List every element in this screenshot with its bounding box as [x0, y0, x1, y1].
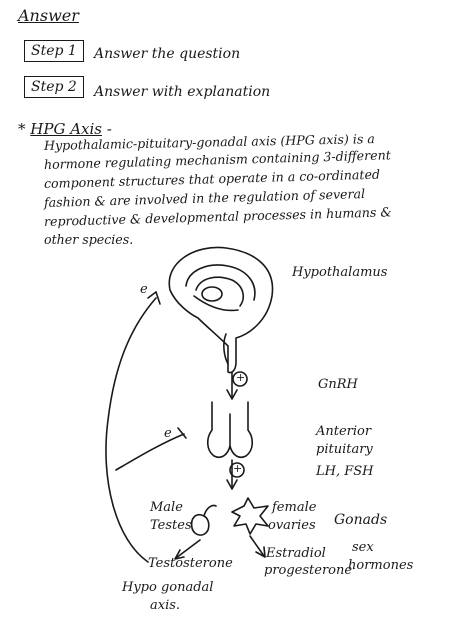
section-title: HPG Axis — [30, 120, 102, 138]
label-gonads: Gonads — [334, 512, 388, 528]
step1-text: Answer the question — [94, 46, 241, 62]
label-testosterone: Testosterone — [148, 556, 233, 571]
negative-feedback-loop — [105, 297, 157, 563]
plus-sign-gnrh: + — [236, 371, 246, 384]
label-gnrh: GnRH — [318, 377, 358, 392]
label-hypothalamus: Hypothalamus — [292, 265, 388, 280]
pituitary-icon — [206, 401, 254, 459]
negative-feedback-pituitary — [115, 433, 185, 471]
label-anterior: Anterior — [316, 424, 372, 439]
label-progesterone: progesterone — [264, 563, 353, 578]
brain-icon — [168, 246, 274, 374]
feedback-mark-top: e — [140, 282, 148, 297]
label-estradiol: Estradiol — [266, 546, 326, 561]
bullet: * — [18, 120, 26, 138]
caption-line-1: Hypo gonadal — [122, 580, 214, 595]
step2-badge: Step 2 — [24, 76, 84, 98]
label-ovaries: ovaries — [268, 518, 316, 533]
caption-line-2: axis. — [150, 598, 181, 613]
step1-badge: Step 1 — [24, 40, 84, 62]
step2-text: Answer with explanation — [94, 84, 271, 100]
label-testes: Testes — [150, 518, 192, 533]
definition-line-6: other species. — [44, 232, 134, 247]
answer-heading: Answer — [18, 6, 79, 25]
label-sex: sex — [352, 540, 374, 555]
plus-circle-gnrh — [232, 371, 248, 387]
plus-sign-lhfsh: + — [233, 462, 243, 475]
arrow-to-testosterone — [175, 539, 201, 559]
label-male: Male — [150, 500, 183, 515]
label-pituitary: pituitary — [316, 442, 373, 457]
plus-circle-lhfsh — [229, 462, 245, 478]
testes-icon — [190, 504, 217, 536]
ovaries-icon — [231, 497, 269, 535]
feedback-mark-pituitary: e — [164, 426, 172, 441]
label-female: female — [272, 500, 317, 515]
section-heading: * HPG Axis - — [18, 120, 112, 138]
title-dash: - — [106, 120, 112, 138]
arrow-to-estradiol — [249, 535, 265, 557]
label-hormones: hormones — [348, 558, 414, 573]
label-lh-fsh: LH, FSH — [316, 464, 374, 479]
